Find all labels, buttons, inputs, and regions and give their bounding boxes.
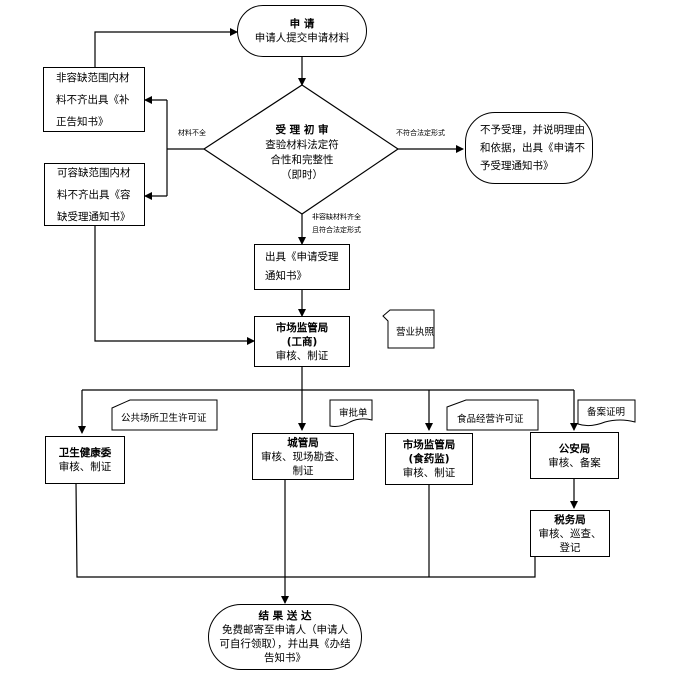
tax-bureau-node: 税务局 审核、巡查、登记 — [530, 510, 610, 557]
health-commission-title: 卫生健康委 — [58, 447, 112, 459]
doc-filing-cert-shape — [577, 399, 636, 427]
accept-notice-text: 出具《申请受理通知书》 — [265, 251, 339, 282]
doc-business-license: 营业执照 — [396, 327, 435, 338]
tolerant-notice-box: 可容缺范围内材料不齐出具《容缺受理通知书》 — [44, 163, 145, 226]
start-text: 申请人提交申请材料 — [254, 32, 350, 44]
health-commission-node: 卫生健康委 审核、制证 — [45, 436, 125, 484]
urban-management-node: 城管局 审核、现场勘查、制证 — [252, 433, 354, 480]
accept-notice-box: 出具《申请受理通知书》 — [254, 244, 350, 290]
not-accepted-text: 不予受理，并说明理由和依据，出具《申请不予受理通知书》 — [480, 124, 585, 172]
doc-filing-certificate: 备案证明 — [587, 407, 626, 418]
tolerant-notice-text: 可容缺范围内材料不齐出具《容缺受理通知书》 — [57, 166, 131, 223]
police-bureau-text: 审核、备案 — [548, 456, 601, 469]
market-bureau-title: 市场监管局 — [275, 321, 329, 334]
decision-line-1: 查验材料法定符 — [265, 139, 339, 151]
decision-content: 受 理 初 审 查验材料法定符 合性和完整性 （即时） — [232, 123, 372, 183]
decision-line-3: （即时） — [281, 169, 323, 181]
decision-diamond — [202, 84, 400, 215]
market-bureau-text: 审核、制证 — [275, 349, 329, 362]
market-food-node: 市场监管局 (食药监) 审核、制证 — [385, 433, 473, 485]
label-not-legal: 不符合法定形式 — [396, 129, 445, 137]
police-bureau-title: 公安局 — [558, 442, 591, 455]
edge-correction-to-start — [94, 28, 238, 68]
label-complete-1: 非容缺材料齐全 — [312, 213, 361, 221]
doc-approval-form: 审批单 — [339, 408, 368, 419]
urban-management-title: 城管局 — [287, 436, 319, 449]
decision-title: 受 理 初 审 — [275, 124, 329, 136]
label-incomplete: 材料不全 — [178, 129, 206, 137]
doc-public-health-shape — [111, 399, 218, 431]
market-food-title: 市场监管局 — [402, 439, 456, 451]
edge-health-merge — [75, 482, 536, 578]
start-node: 申 请 申请人提交申请材料 — [237, 5, 367, 57]
market-bureau-subtitle: (工商) — [286, 335, 318, 348]
tax-bureau-title: 税务局 — [554, 513, 586, 526]
result-node: 结 果 送 达 免费邮寄至申请人（申请人可自行领取），并出具《办结告知书》 — [208, 604, 362, 670]
doc-business-license-shape — [382, 309, 435, 349]
correction-notice-box: 非容缺范围内材料不齐出具《补正告知书》 — [43, 67, 145, 132]
label-complete-2: 且符合法定形式 — [312, 226, 361, 234]
urban-management-text: 审核、现场勘查、制证 — [261, 450, 345, 477]
doc-public-health-permit: 公共场所卫生许可证 — [121, 413, 207, 424]
police-bureau-node: 公安局 审核、备案 — [530, 432, 619, 479]
correction-notice-text: 非容缺范围内材料不齐出具《补正告知书》 — [56, 71, 130, 128]
doc-food-permit: 食品经营许可证 — [457, 414, 524, 425]
not-accepted-node: 不予受理，并说明理由和依据，出具《申请不予受理通知书》 — [465, 112, 593, 184]
doc-approval-form-shape — [329, 399, 373, 427]
start-title: 申 请 — [289, 18, 315, 30]
market-food-subtitle: (食药监) — [408, 453, 450, 465]
result-title: 结 果 送 达 — [258, 610, 312, 622]
health-commission-text: 审核、制证 — [58, 461, 112, 473]
tax-bureau-text: 审核、巡查、登记 — [538, 527, 602, 554]
edge-tolerant-to-market — [94, 226, 255, 345]
decision-line-2: 合性和完整性 — [270, 154, 334, 166]
doc-food-permit-shape — [446, 399, 539, 431]
market-food-text: 审核、制证 — [402, 467, 456, 479]
market-bureau-node: 市场监管局 (工商) 审核、制证 — [254, 316, 350, 367]
result-text: 免费邮寄至申请人（申请人可自行领取），并出具《办结告知书》 — [219, 624, 351, 664]
